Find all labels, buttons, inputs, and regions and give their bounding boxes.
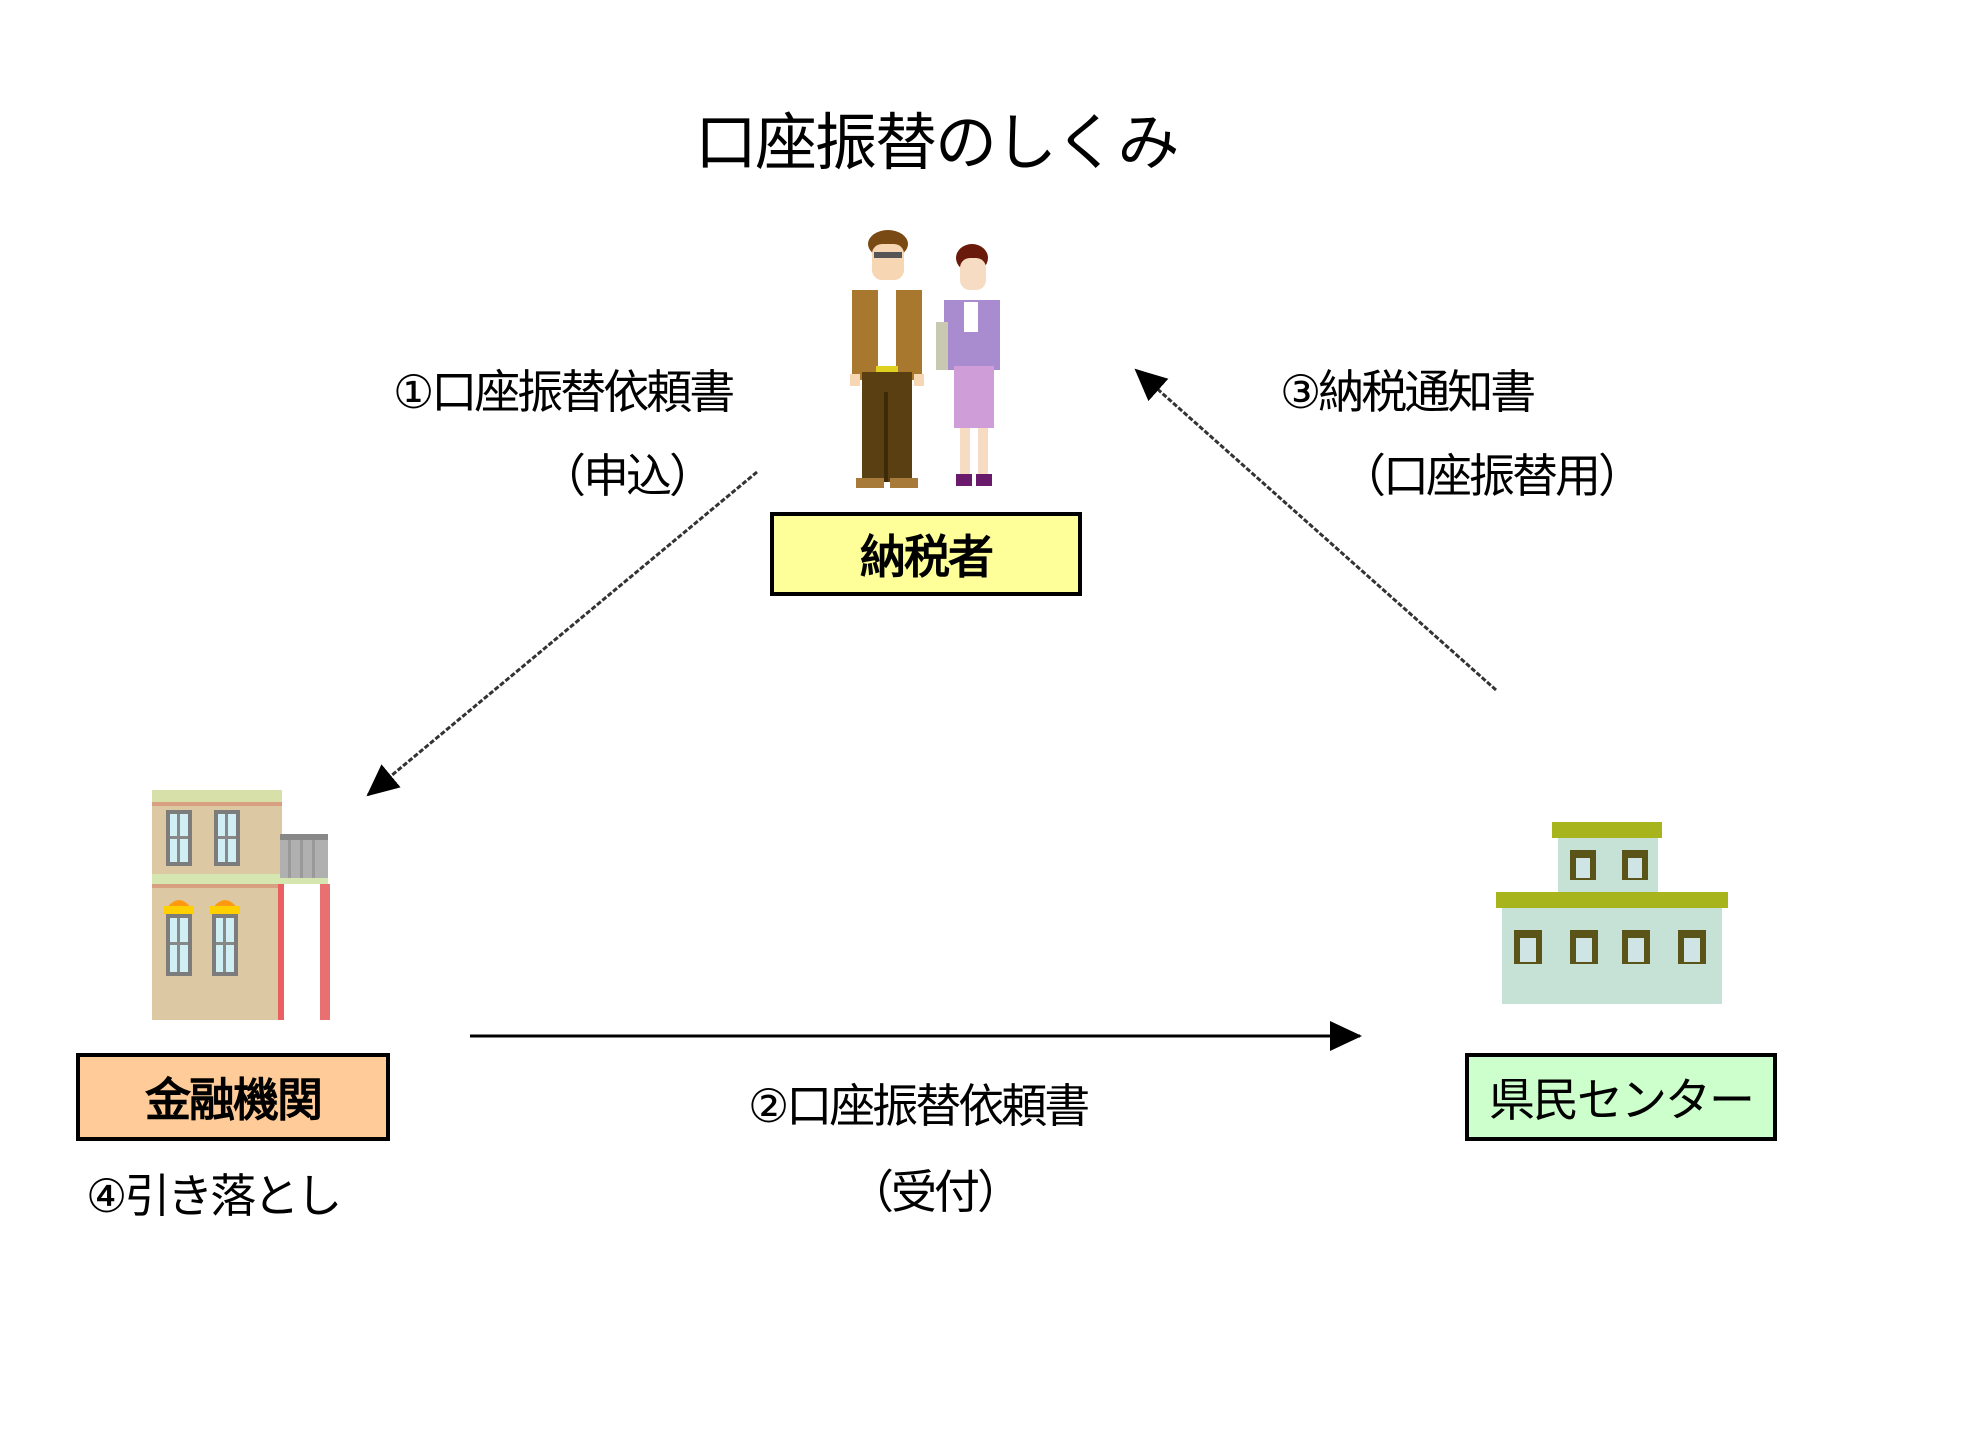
flow-3-label: ③納税通知書 <box>1280 365 1536 419</box>
office-building-icon <box>1496 822 1728 1004</box>
flow-1-label: ①口座振替依頼書 <box>393 365 735 419</box>
bank-box: 金融機関 <box>76 1053 390 1141</box>
diagram-title: 口座振替のしくみ <box>695 106 1179 179</box>
bank-note: ④引き落とし <box>86 1169 342 1223</box>
people-couple-icon <box>850 230 1000 488</box>
arrow-taxpayer-to-bank <box>366 470 758 797</box>
flow-3-sublabel: （口座振替用） <box>1340 449 1644 503</box>
flow-1-sublabel: （申込） <box>540 449 715 503</box>
taxpayer-box: 納税者 <box>770 512 1082 596</box>
center-box: 県民センター <box>1465 1053 1777 1141</box>
bank-building-icon <box>152 790 330 1020</box>
flow-2-label: ②口座振替依頼書 <box>748 1079 1090 1133</box>
flow-2-sublabel: （受付） <box>848 1165 1023 1219</box>
arrow-center-to-taxpayer <box>1134 368 1497 692</box>
